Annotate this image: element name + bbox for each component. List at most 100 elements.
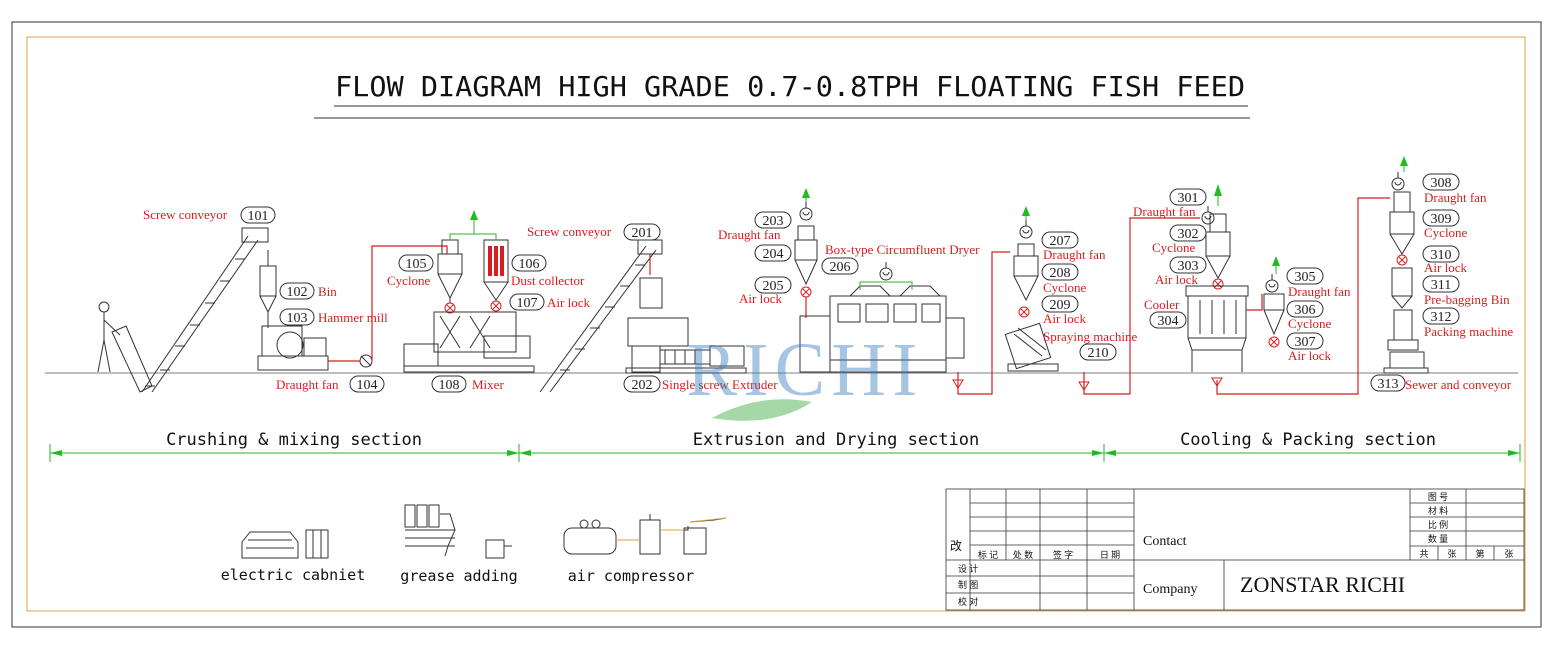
svg-text:104: 104: [357, 378, 378, 393]
tag-108: 108: [431, 375, 467, 393]
label-209: Air lock: [1043, 311, 1086, 326]
mixer-108: [403, 311, 535, 373]
airlock-107: [490, 300, 502, 312]
title-block: [945, 488, 1525, 611]
label-electric-cabinet: electric cabniet: [221, 566, 366, 584]
svg-text:103: 103: [287, 311, 308, 326]
label-307: Air lock: [1288, 348, 1331, 363]
cyclone-204: [794, 225, 818, 286]
airlock-310: [1396, 254, 1408, 266]
tag-209: 209: [1041, 295, 1079, 313]
svg-text:207: 207: [1050, 234, 1071, 249]
cyclone-309: [1389, 191, 1415, 255]
label-210: Spraying machine: [1043, 329, 1137, 344]
label-309: Cyclone: [1424, 225, 1468, 240]
svg-text:313: 313: [1378, 377, 1399, 392]
screw-conveyor-201: [539, 239, 663, 393]
pipe-210-301: [1083, 217, 1200, 395]
cyclone-306: [1263, 293, 1285, 336]
tag-304: 304: [1149, 311, 1187, 329]
tag-105: 105: [398, 254, 434, 272]
svg-text:301: 301: [1178, 191, 1199, 206]
svg-text:105: 105: [406, 257, 427, 272]
bin-102: [259, 250, 277, 314]
svg-text:比 例: 比 例: [1428, 519, 1448, 530]
cyclone-302: [1205, 213, 1231, 280]
label-208: Cyclone: [1043, 280, 1087, 295]
svg-text:203: 203: [763, 214, 784, 229]
extruder-202: [625, 277, 747, 374]
pipe-304-313: [1216, 197, 1390, 395]
draught-fan-301: [1201, 184, 1222, 225]
cyclone-208: [1013, 243, 1039, 302]
label-106: Dust collector: [511, 273, 585, 288]
compressor-pipe: [616, 517, 727, 541]
svg-text:210: 210: [1088, 346, 1109, 361]
label-206: Box-type Circumfluent Dryer: [825, 242, 980, 257]
tag-208: 208: [1041, 263, 1079, 281]
label-101: Screw conveyor: [143, 207, 228, 222]
svg-text:107: 107: [517, 296, 538, 311]
label-301: Draught fan: [1133, 204, 1196, 219]
label-grease-adding: grease adding: [400, 567, 517, 585]
label-105: Cyclone: [387, 273, 431, 288]
svg-text:图 号: 图 号: [1428, 492, 1448, 502]
spraying-machine-210: [1004, 322, 1059, 372]
svg-text:数 量: 数 量: [1428, 533, 1448, 544]
svg-text:标 记: 标 记: [978, 549, 998, 560]
svg-text:201: 201: [632, 226, 653, 241]
svg-text:日 期: 日 期: [1100, 550, 1120, 560]
svg-text:309: 309: [1431, 212, 1452, 227]
airlock-307: [1268, 336, 1280, 348]
pipe-104-105: [328, 245, 448, 362]
svg-text:第: 第: [1475, 548, 1484, 559]
exhaust-arrow-106: [470, 210, 478, 220]
tag-206: 206: [821, 257, 859, 275]
title-block-text: 改 标 记 处 数 签 字 日 期 设 计 制 图 校 对 Contact Co…: [950, 492, 1514, 607]
label-311: Pre-bagging Bin: [1424, 292, 1510, 307]
packing-machine-312: [1383, 309, 1429, 374]
section-bar: [49, 444, 1521, 462]
hammer-mill-103: [257, 312, 329, 371]
svg-text:205: 205: [763, 279, 784, 294]
equipment-labels: Screw conveyor 101 102 Bin 103 Hammer mi…: [143, 173, 1513, 393]
pipe-dryer-out: [957, 251, 1010, 395]
label-304: Cooler: [1144, 297, 1180, 312]
svg-text:108: 108: [439, 378, 460, 393]
page-title: FLOW DIAGRAM HIGH GRADE 0.7-0.8TPH FLOAT…: [335, 70, 1245, 103]
dryer-206: [799, 285, 965, 373]
label-202: Single screw Extruder: [662, 377, 778, 392]
tag-305: 305: [1286, 267, 1324, 285]
svg-text:305: 305: [1295, 270, 1316, 285]
draught-fan-305: [1265, 256, 1280, 293]
label-303: Air lock: [1155, 272, 1198, 287]
contact-label: Contact: [1143, 534, 1187, 549]
svg-text:204: 204: [763, 247, 784, 262]
label-104: Draught fan: [276, 377, 339, 392]
air-compressor-icon: [563, 514, 727, 555]
pre-bagging-bin-311: [1391, 267, 1413, 309]
tag-308: 308: [1422, 173, 1460, 191]
tag-104: 104: [349, 375, 385, 393]
outer-border: [11, 21, 1542, 628]
label-310: Air lock: [1424, 260, 1467, 275]
svg-text:102: 102: [287, 285, 308, 300]
tag-205: 205: [754, 276, 792, 294]
tag-313: 313: [1370, 374, 1406, 392]
svg-text:307: 307: [1295, 335, 1316, 350]
dryer-air-loop: [859, 281, 913, 290]
funnel-210: [1078, 381, 1090, 391]
cooler-304: [1185, 285, 1249, 372]
label-203: Draught fan: [718, 227, 781, 242]
tag-309: 309: [1422, 209, 1460, 227]
svg-text:311: 311: [1431, 278, 1451, 293]
label-312: Packing machine: [1424, 324, 1513, 339]
airlock-303: [1212, 278, 1224, 290]
label-207: Draught fan: [1043, 247, 1106, 262]
draught-fan-203: [799, 188, 813, 221]
tag-307: 307: [1286, 332, 1324, 350]
tag-302: 302: [1169, 224, 1207, 242]
svg-text:设 计: 设 计: [958, 563, 978, 574]
cyclone-105: [437, 239, 463, 304]
